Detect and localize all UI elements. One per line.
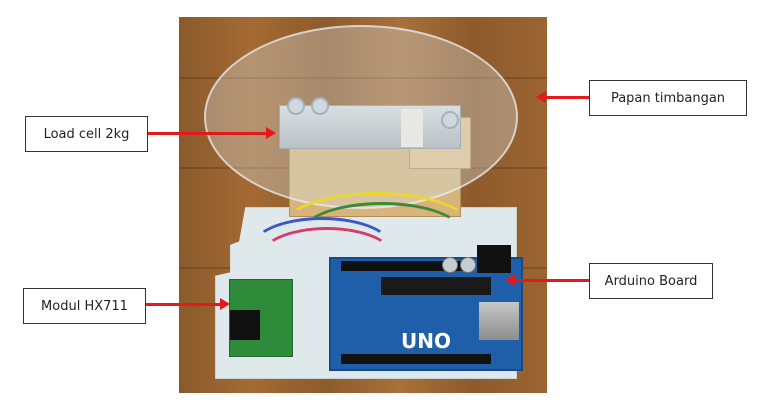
usb-port: [479, 302, 519, 340]
arrow-head-icon: [220, 298, 230, 310]
prototype-photo: UNO: [179, 17, 547, 393]
scale-platform-disc: [204, 25, 518, 209]
wire-yellow: [279, 192, 475, 268]
arrow-papan: [545, 96, 589, 99]
label-arduino: Arduino Board: [589, 263, 713, 299]
wire-blue: [249, 217, 395, 283]
pin-header: [341, 354, 491, 364]
label-papan-timbangan: Papan timbangan: [589, 80, 747, 116]
capacitor: [442, 257, 458, 273]
board-logo: UNO: [401, 329, 451, 353]
capacitor: [460, 257, 476, 273]
label-hx711: Modul HX711: [23, 288, 146, 324]
wire-green: [299, 202, 465, 268]
arrow-head-icon: [536, 91, 546, 103]
arrow-hx711: [146, 303, 222, 306]
arrow-arduino: [514, 279, 589, 282]
hx711-module: [229, 279, 293, 357]
power-jack: [477, 245, 511, 273]
hx711-header: [230, 310, 260, 340]
arrow-head-icon: [266, 127, 276, 139]
pin-header: [341, 261, 471, 271]
label-load-cell: Load cell 2kg: [25, 116, 148, 152]
arrow-load-cell: [148, 132, 268, 135]
arrow-head-icon: [505, 274, 515, 286]
wire-red: [259, 227, 395, 288]
atmega-chip: [381, 277, 491, 295]
